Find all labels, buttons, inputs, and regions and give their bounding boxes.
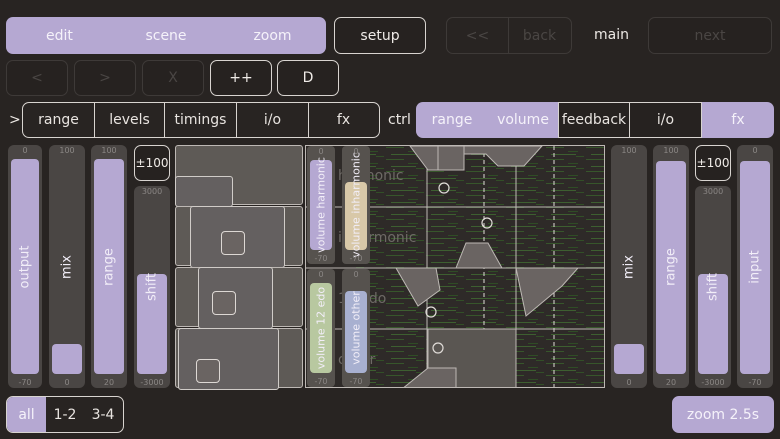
right-tab-bar: range volume feedback i/o fx — [416, 102, 774, 138]
shift-slider-label: shift — [144, 272, 160, 302]
range-slider[interactable]: 100 range 20 — [91, 145, 127, 388]
input-slider[interactable]: 0 input -70 — [737, 145, 773, 388]
tab-fx[interactable]: fx — [336, 112, 351, 128]
scene-name: main — [594, 27, 629, 43]
range-min-label: 20 — [103, 378, 115, 387]
volume-inharmonic-max: 0 — [353, 147, 359, 156]
zoom-time-button[interactable]: zoom 2.5s — [672, 396, 774, 433]
clear-button[interactable]: X — [142, 60, 204, 96]
back-button[interactable]: back — [522, 27, 557, 44]
output-min-label: -70 — [18, 378, 32, 387]
shift-min-label: -3000 — [140, 378, 164, 387]
ctrl-tab-fx[interactable]: fx — [702, 102, 774, 138]
right-range-label: range — [663, 247, 679, 286]
duplicate-button[interactable]: D — [277, 60, 339, 96]
volume-other-min: -70 — [349, 377, 363, 386]
mode-selector: edit scene zoom — [6, 17, 326, 54]
xy-pad-3[interactable] — [175, 267, 303, 329]
tab-range[interactable]: range — [23, 103, 95, 137]
range-slider-label: range — [101, 247, 117, 286]
volume-inharmonic-label: volume inharmonic — [349, 152, 363, 258]
volume-other-max: 0 — [353, 270, 359, 279]
shift-max-label: 3000 — [141, 187, 163, 196]
right-mix-slider[interactable]: 100 mix 0 — [611, 145, 647, 388]
mix-slider[interactable]: 100 mix 0 — [49, 145, 85, 388]
shift-range-toggle[interactable]: ±100 — [134, 145, 170, 181]
tab-timings[interactable]: timings — [165, 103, 237, 137]
ctrl-tab-volume[interactable]: volume — [488, 102, 558, 138]
input-min-label: -70 — [748, 378, 762, 387]
right-range-slider[interactable]: 100 range 20 — [653, 145, 689, 388]
mix-slider-label: mix — [59, 254, 75, 279]
right-range-min: 20 — [665, 378, 677, 387]
mix-max-label: 100 — [59, 146, 75, 155]
mix-min-label: 0 — [64, 378, 70, 387]
setup-button[interactable]: setup — [334, 17, 426, 54]
tab-io[interactable]: i/o — [237, 103, 309, 137]
scene-mode-button[interactable]: scene — [145, 27, 187, 44]
right-shift-label: shift — [705, 272, 721, 302]
volume-other-slider[interactable]: 0 volume other -70 — [342, 269, 370, 387]
input-max-label: 0 — [752, 146, 758, 155]
xy-pad-4[interactable] — [175, 328, 303, 390]
volume-harmonic-slider[interactable]: 0 volume harmonic -70 — [307, 146, 335, 264]
volume-harmonic-min: -70 — [314, 254, 328, 263]
right-shift-max: 3000 — [702, 187, 724, 196]
layer-3-4-button[interactable]: 3-4 — [91, 406, 115, 423]
forward-button[interactable]: > — [74, 60, 136, 96]
tab-levels[interactable]: levels — [95, 103, 165, 137]
prev-button[interactable]: < — [6, 60, 68, 96]
left-tabs-prefix: > — [9, 112, 21, 128]
volume-harmonic-max: 0 — [318, 147, 324, 156]
volume-harmonic-label: volume harmonic — [314, 157, 328, 253]
back-back-button[interactable]: << — [447, 18, 509, 53]
edit-mode-button[interactable]: edit — [46, 27, 73, 44]
volume-12edo-max: 0 — [318, 270, 324, 279]
xy-pad-2[interactable] — [175, 206, 303, 268]
xy-pad-2-handle[interactable] — [221, 231, 245, 255]
add-button[interactable]: ++ — [210, 60, 272, 96]
layer-all-button[interactable]: all — [7, 397, 46, 432]
range-max-label: 100 — [101, 146, 117, 155]
output-slider[interactable]: 0 output -70 — [8, 145, 42, 388]
next-button[interactable]: next — [648, 17, 772, 54]
volume-12edo-min: -70 — [314, 377, 328, 386]
volume-12edo-label: volume 12 edo — [314, 286, 328, 370]
left-tab-bar: range levels timings i/o fx — [22, 102, 380, 138]
ctrl-tab-feedback[interactable]: feedback — [558, 102, 630, 138]
right-mix-min: 0 — [626, 378, 632, 387]
right-mix-label: mix — [621, 254, 637, 279]
right-range-max: 100 — [663, 146, 679, 155]
zoom-mode-button[interactable]: zoom — [253, 27, 292, 44]
xy-pad-1[interactable] — [175, 145, 303, 207]
layer-1-2-button[interactable]: 1-2 — [53, 406, 77, 423]
ctrl-tab-range[interactable]: range — [416, 102, 488, 138]
right-tabs-prefix: ctrl — [388, 112, 411, 128]
right-shift-range-toggle[interactable]: ±100 — [695, 145, 731, 181]
history-nav: << back — [446, 17, 572, 54]
volume-inharmonic-min: -70 — [349, 254, 363, 263]
right-shift-slider[interactable]: 3000 shift -3000 — [695, 186, 731, 388]
output-slider-label: output — [17, 245, 33, 288]
right-mix-max: 100 — [621, 146, 637, 155]
input-slider-label: input — [747, 249, 763, 284]
ctrl-tab-io[interactable]: i/o — [630, 102, 702, 138]
volume-12edo-slider[interactable]: 0 volume 12 edo -70 — [307, 269, 335, 387]
volume-inharmonic-slider[interactable]: 0 volume inharmonic -70 — [342, 146, 370, 264]
xy-pad-3-handle[interactable] — [212, 291, 236, 315]
layer-selector: all 1-2 3-4 — [6, 396, 124, 433]
volume-other-label: volume other — [349, 291, 363, 365]
right-shift-min: -3000 — [701, 378, 725, 387]
shift-slider[interactable]: 3000 shift -3000 — [134, 186, 170, 388]
xy-pad-4-handle[interactable] — [196, 359, 220, 383]
output-max-label: 0 — [22, 146, 28, 155]
spectrogram-view[interactable]: harmonic inharmonic 12 edo other — [305, 145, 605, 388]
